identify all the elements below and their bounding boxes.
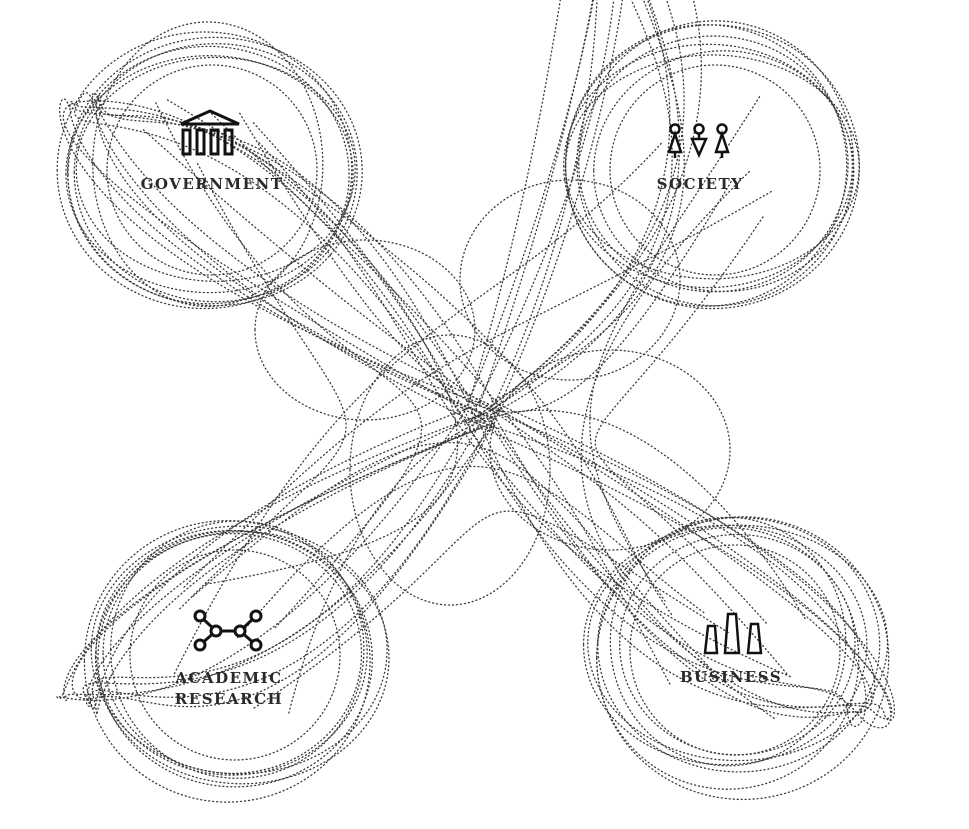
- orbit-loop: [576, 20, 855, 307]
- connection-loop: [479, 400, 896, 722]
- academic-research-label: ACADEMIC RESEARCH: [175, 668, 283, 710]
- orbit-loop: [609, 516, 847, 767]
- connection-loop: [475, 0, 680, 424]
- connection-loop: [468, 425, 892, 729]
- cross-connection: [182, 190, 772, 589]
- orbit-loop: [109, 520, 365, 779]
- cross-connection: [236, 465, 706, 639]
- molecule-network-icon: [193, 609, 263, 652]
- orbit-loop: [564, 23, 848, 308]
- connection-loop: [62, 100, 487, 428]
- central-loop: [489, 349, 731, 551]
- orbit-loop: [92, 21, 324, 308]
- cross-connection: [589, 96, 761, 602]
- cross-connection: [594, 216, 768, 625]
- orbit-loop: [66, 36, 363, 307]
- node-ring: [609, 64, 821, 276]
- orbit-loop: [65, 54, 354, 294]
- cross-connection: [205, 122, 459, 585]
- orbit-loop: [95, 529, 368, 776]
- connection-loop: [69, 101, 496, 430]
- connection-loop: [464, 419, 867, 727]
- society-label: SOCIETY: [656, 175, 744, 193]
- node-ring: [106, 64, 318, 276]
- orbit-loop: [56, 31, 353, 310]
- node-ring: [629, 544, 841, 756]
- connection-loop: [486, 403, 893, 720]
- connection-loop: [85, 412, 496, 707]
- orbit-loop: [596, 515, 890, 801]
- cross-connection: [166, 98, 673, 615]
- connection-loop: [73, 92, 493, 424]
- academic-label-line1: ACADEMIC: [175, 669, 283, 687]
- orbit-loop: [75, 56, 356, 283]
- cross-connection: [253, 510, 730, 709]
- central-loop: [459, 179, 681, 381]
- connection-loop: [59, 98, 494, 408]
- cross-connection: [173, 142, 662, 676]
- connection-loop: [472, 0, 685, 421]
- people-icon: [667, 123, 730, 159]
- cross-connection: [142, 129, 788, 675]
- connection-loop: [467, 400, 876, 718]
- cross-connection: [177, 162, 347, 612]
- orbit-loop: [90, 525, 388, 775]
- orbit-loop: [73, 42, 358, 303]
- cross-connection: [190, 441, 709, 666]
- orbit-loop: [597, 517, 881, 773]
- central-loop: [254, 239, 476, 421]
- central-loop: [349, 334, 551, 606]
- connection-loop: [95, 94, 493, 431]
- node-ring: [129, 549, 341, 761]
- connection-loop: [489, 0, 685, 429]
- cross-connection: [580, 170, 777, 720]
- orbit-loop: [94, 531, 390, 785]
- government-label: GOVERNMENT: [140, 175, 284, 193]
- orbit-loop: [582, 524, 868, 766]
- orbit-loop: [578, 35, 849, 293]
- orbit-loop: [619, 534, 856, 756]
- cross-connection: [287, 409, 806, 716]
- connection-loop: [63, 424, 493, 701]
- academic-label-line2: RESEARCH: [174, 690, 284, 708]
- connection-loop: [91, 92, 492, 431]
- orbit-loop: [83, 520, 371, 803]
- business-label: BUSINESS: [679, 668, 783, 686]
- orbit-loop: [97, 530, 373, 788]
- connection-loop: [471, 0, 671, 425]
- building-columns-icon: [180, 109, 240, 156]
- bar-shapes-icon: [703, 612, 763, 655]
- cross-connection: [239, 112, 732, 413]
- connection-loop: [465, 0, 673, 424]
- connection-loop: [91, 411, 494, 716]
- orbit-loop: [596, 527, 860, 790]
